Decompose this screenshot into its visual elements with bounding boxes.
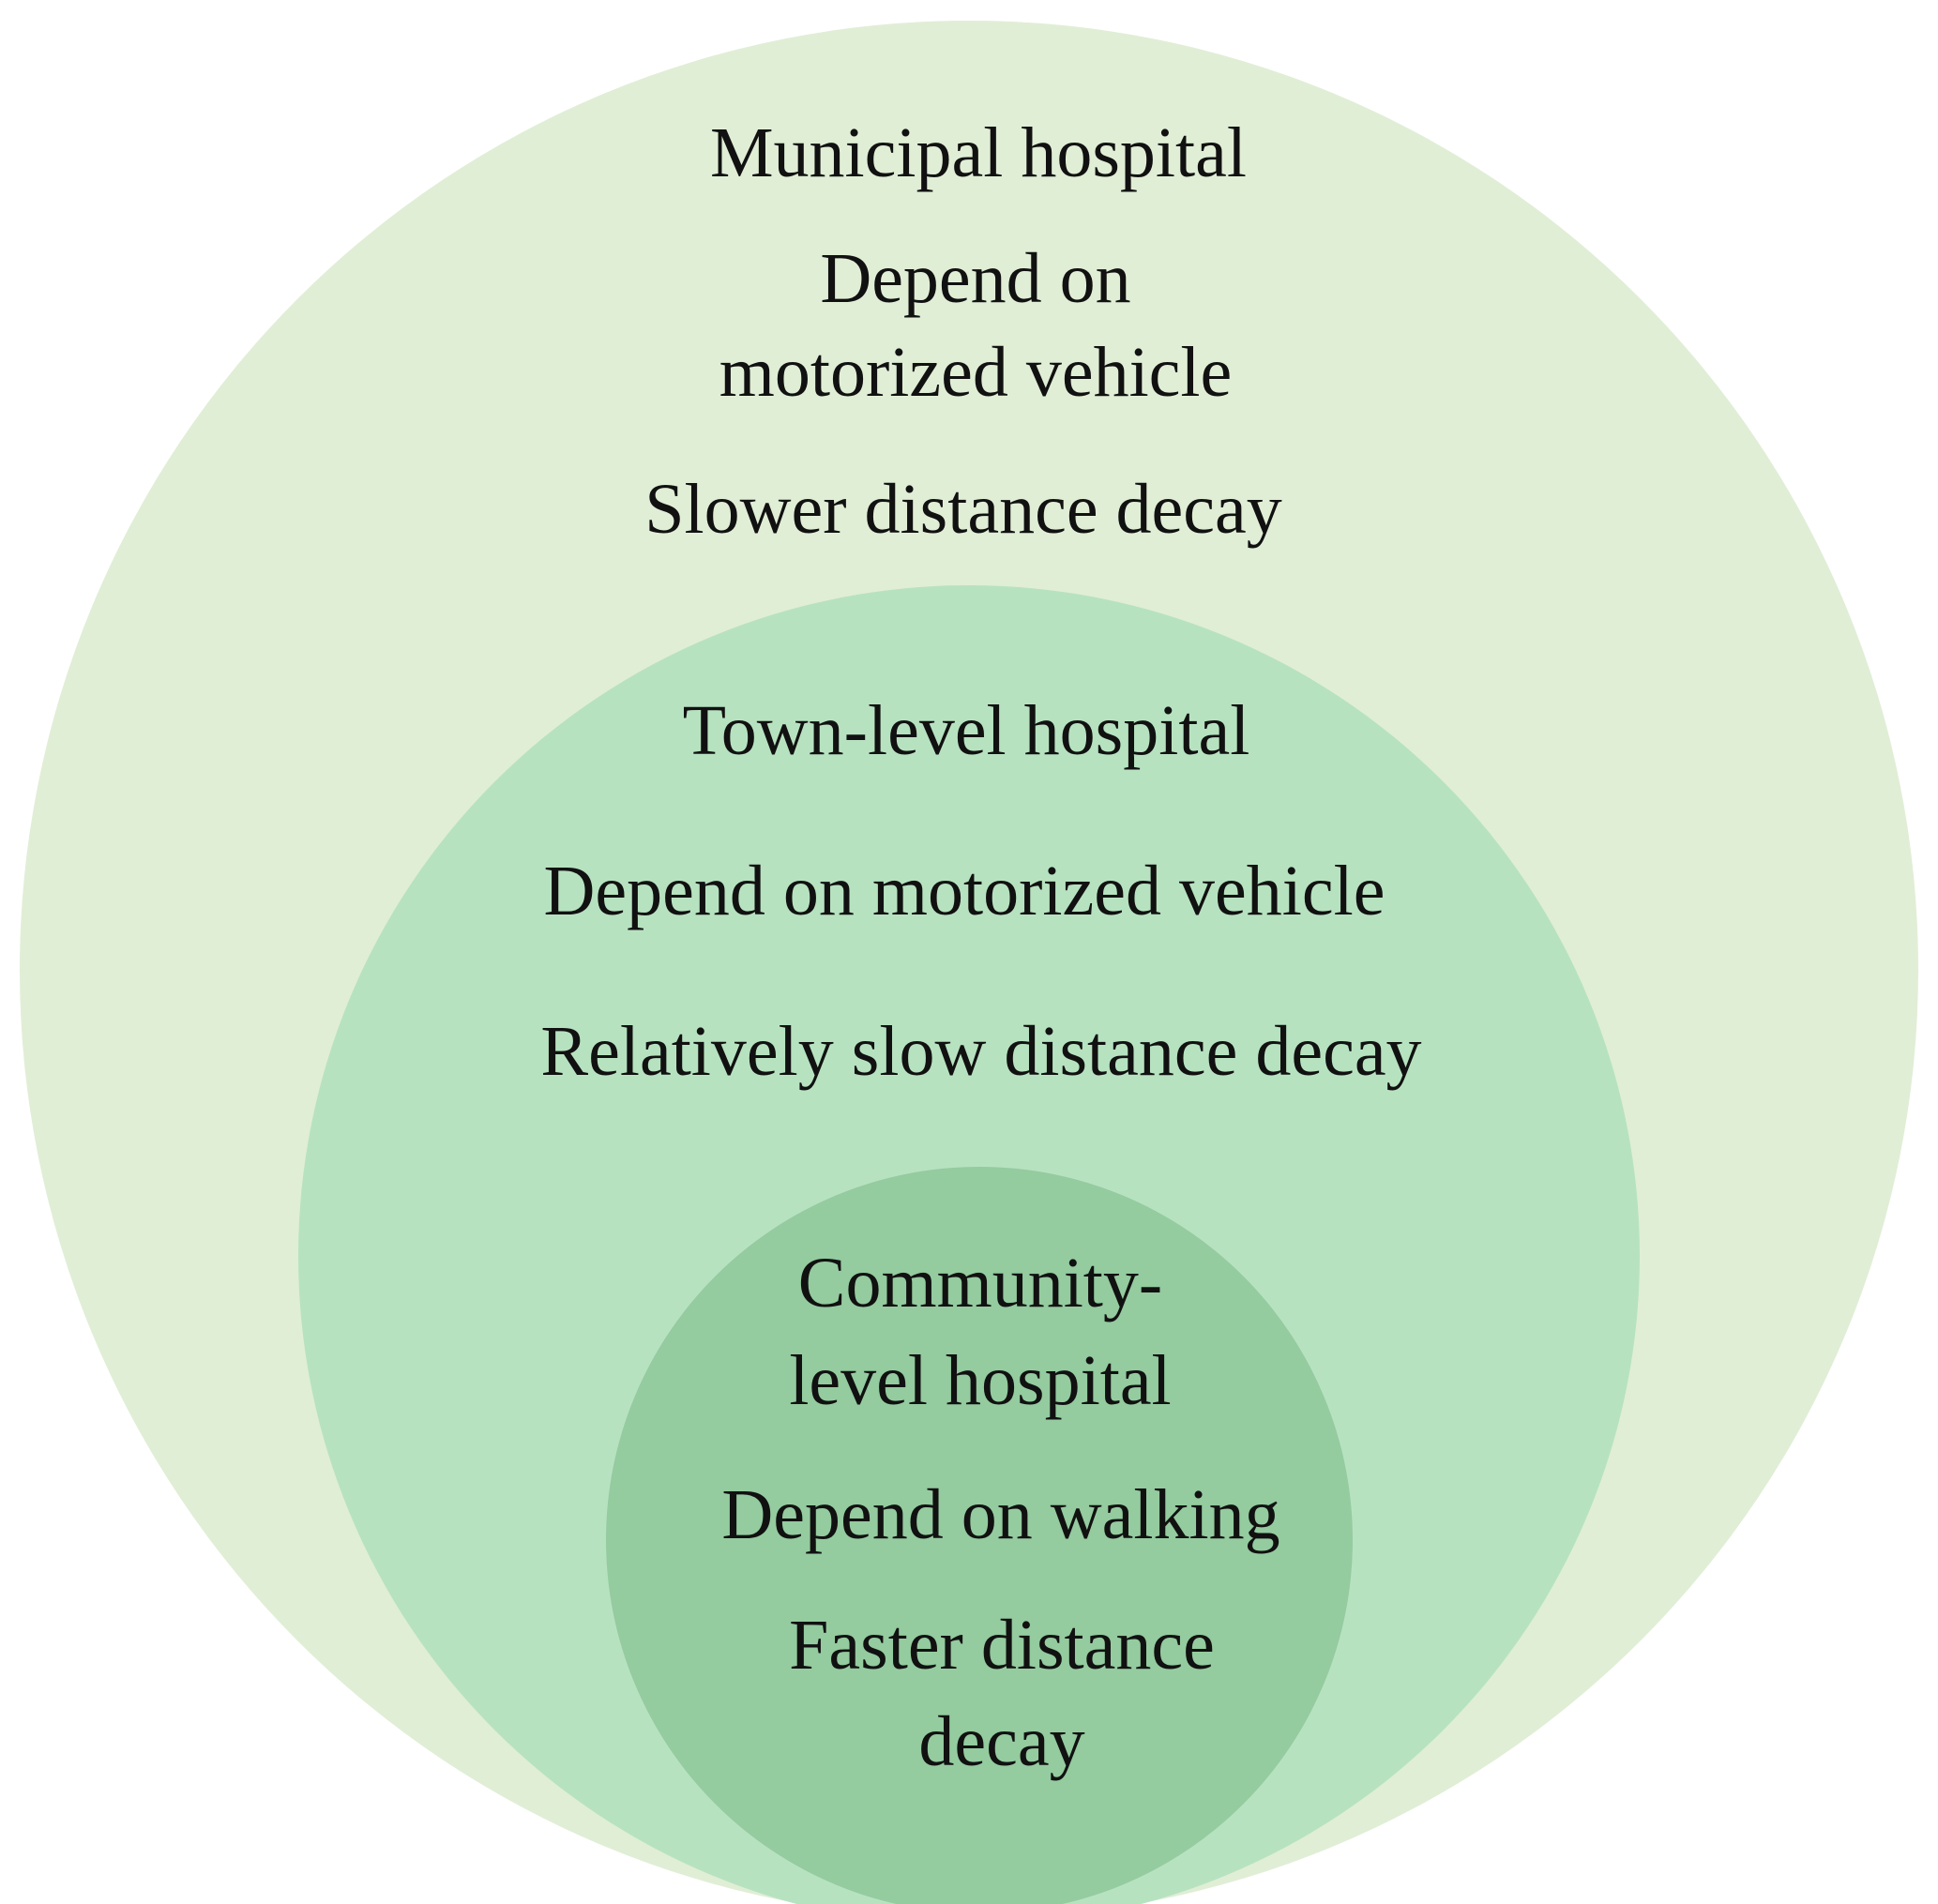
town-level-transport-label: Depend on motorized vehicle	[544, 852, 1385, 930]
municipal-transport-line1: Depend on	[820, 239, 1130, 318]
municipal-hospital-title: Municipal hospital	[710, 113, 1247, 192]
town-level-decay-label: Relatively slow distance decay	[540, 1012, 1421, 1091]
municipal-transport-line2: motorized vehicle	[719, 333, 1233, 412]
community-level-title-line1: Community-	[798, 1244, 1162, 1322]
community-level-transport-label: Depend on walking	[721, 1475, 1279, 1554]
inner-circle-community-level	[606, 1167, 1353, 1904]
community-level-decay-line1: Faster distance	[789, 1606, 1215, 1685]
municipal-decay-label: Slower distance decay	[644, 470, 1282, 549]
community-level-title-line2: level hospital	[789, 1341, 1171, 1420]
town-level-hospital-title: Town-level hospital	[683, 691, 1250, 770]
community-level-decay-line2: decay	[918, 1702, 1084, 1781]
